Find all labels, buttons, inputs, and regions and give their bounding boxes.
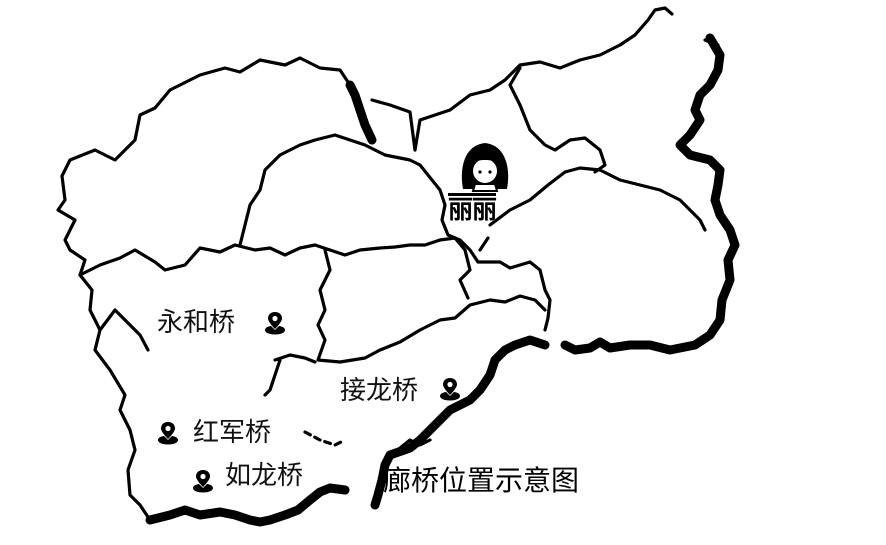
bridge-label-jielong: 接龙桥 (340, 376, 419, 406)
county-boundary (78, 66, 707, 450)
location-pin-icon[interactable] (190, 468, 216, 494)
outer-boundary (56, 6, 720, 522)
location-pin-icon[interactable] (437, 376, 463, 402)
location-pin-icon[interactable] (262, 310, 288, 336)
bridge-label-rulong: 如龙桥 (225, 461, 304, 491)
mascot-name-label: 丽丽 (448, 193, 497, 224)
bridge-label-hongjun: 红军桥 (193, 418, 272, 448)
thick-boundary-east (560, 33, 740, 355)
thick-boundary-south (145, 483, 350, 527)
map-title: 廊桥位置示意图 (383, 464, 580, 497)
girl-avatar-icon (461, 143, 509, 192)
thick-boundary-north (345, 80, 377, 145)
location-pin-icon[interactable] (155, 420, 181, 446)
thick-boundary-southeast (370, 335, 550, 510)
bridge-label-yonghe: 永和桥 (157, 308, 236, 338)
dashed-boundary (303, 430, 347, 447)
